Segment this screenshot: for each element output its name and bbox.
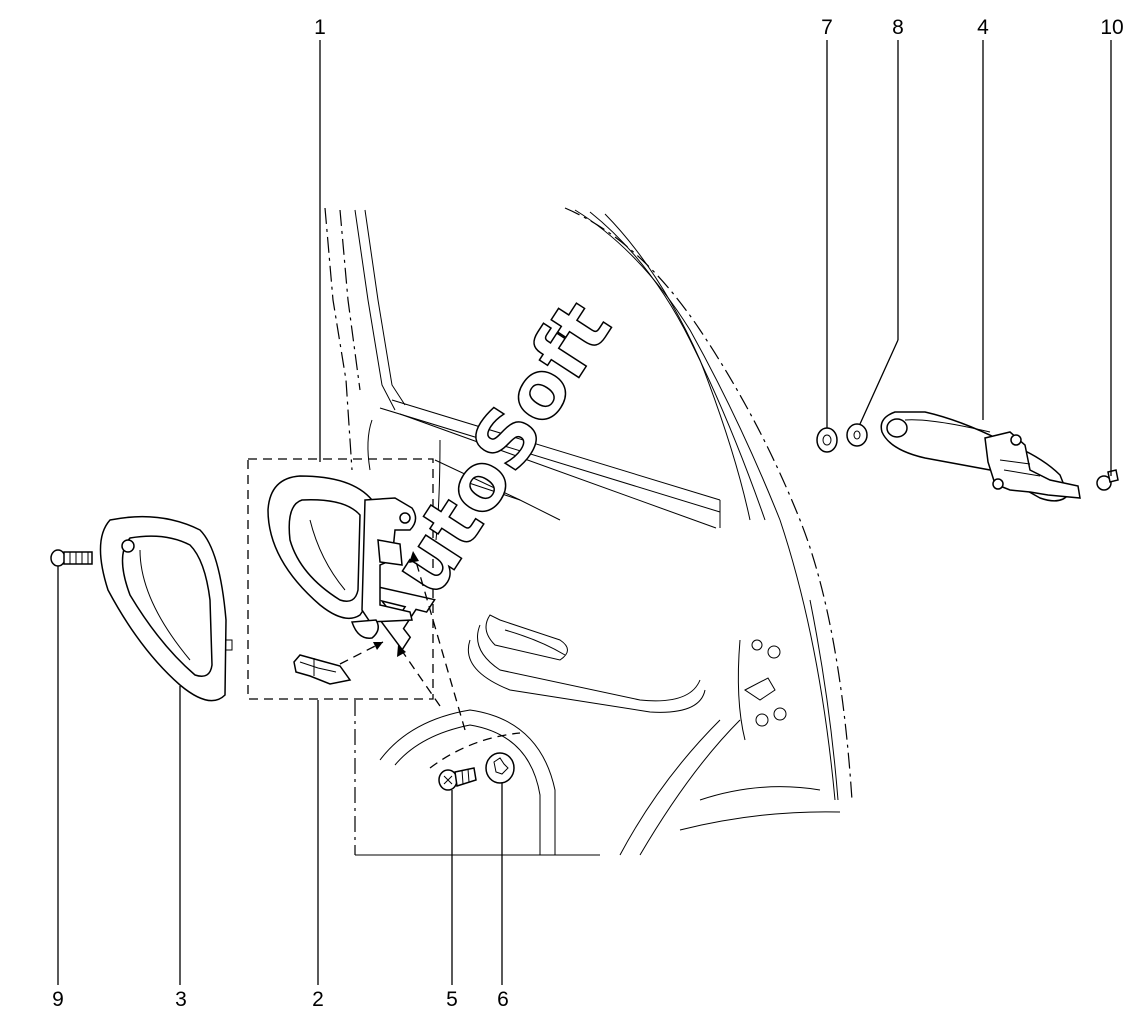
inner-handle-detail-box — [247, 458, 434, 700]
callout-3: 3 — [175, 988, 187, 1011]
screw-5 — [438, 767, 477, 791]
callout-9: 9 — [52, 988, 64, 1011]
callout-4: 4 — [977, 16, 989, 39]
assembly-arrows — [339, 551, 521, 769]
screw-9 — [50, 549, 93, 567]
callout-8: 8 — [892, 16, 904, 39]
screw-10 — [1096, 469, 1119, 491]
callout-1: 1 — [314, 16, 326, 39]
nut-7 — [816, 427, 838, 453]
retaining-clip — [293, 654, 352, 685]
leader-lines — [57, 40, 1112, 985]
callout-6: 6 — [497, 988, 509, 1011]
inner-handle-mechanism — [267, 475, 417, 639]
clip-6 — [485, 752, 515, 784]
outer-door-handle — [880, 411, 1081, 502]
handle-bezel — [99, 515, 233, 702]
callout-numbers: 1 2 3 4 5 6 7 8 9 10 — [52, 16, 1124, 1011]
rear-door-outline — [324, 207, 853, 856]
callout-5: 5 — [446, 988, 458, 1011]
washer-8 — [846, 423, 868, 447]
callout-2: 2 — [312, 988, 324, 1011]
callout-10: 10 — [1100, 16, 1123, 39]
callout-7: 7 — [821, 16, 833, 39]
